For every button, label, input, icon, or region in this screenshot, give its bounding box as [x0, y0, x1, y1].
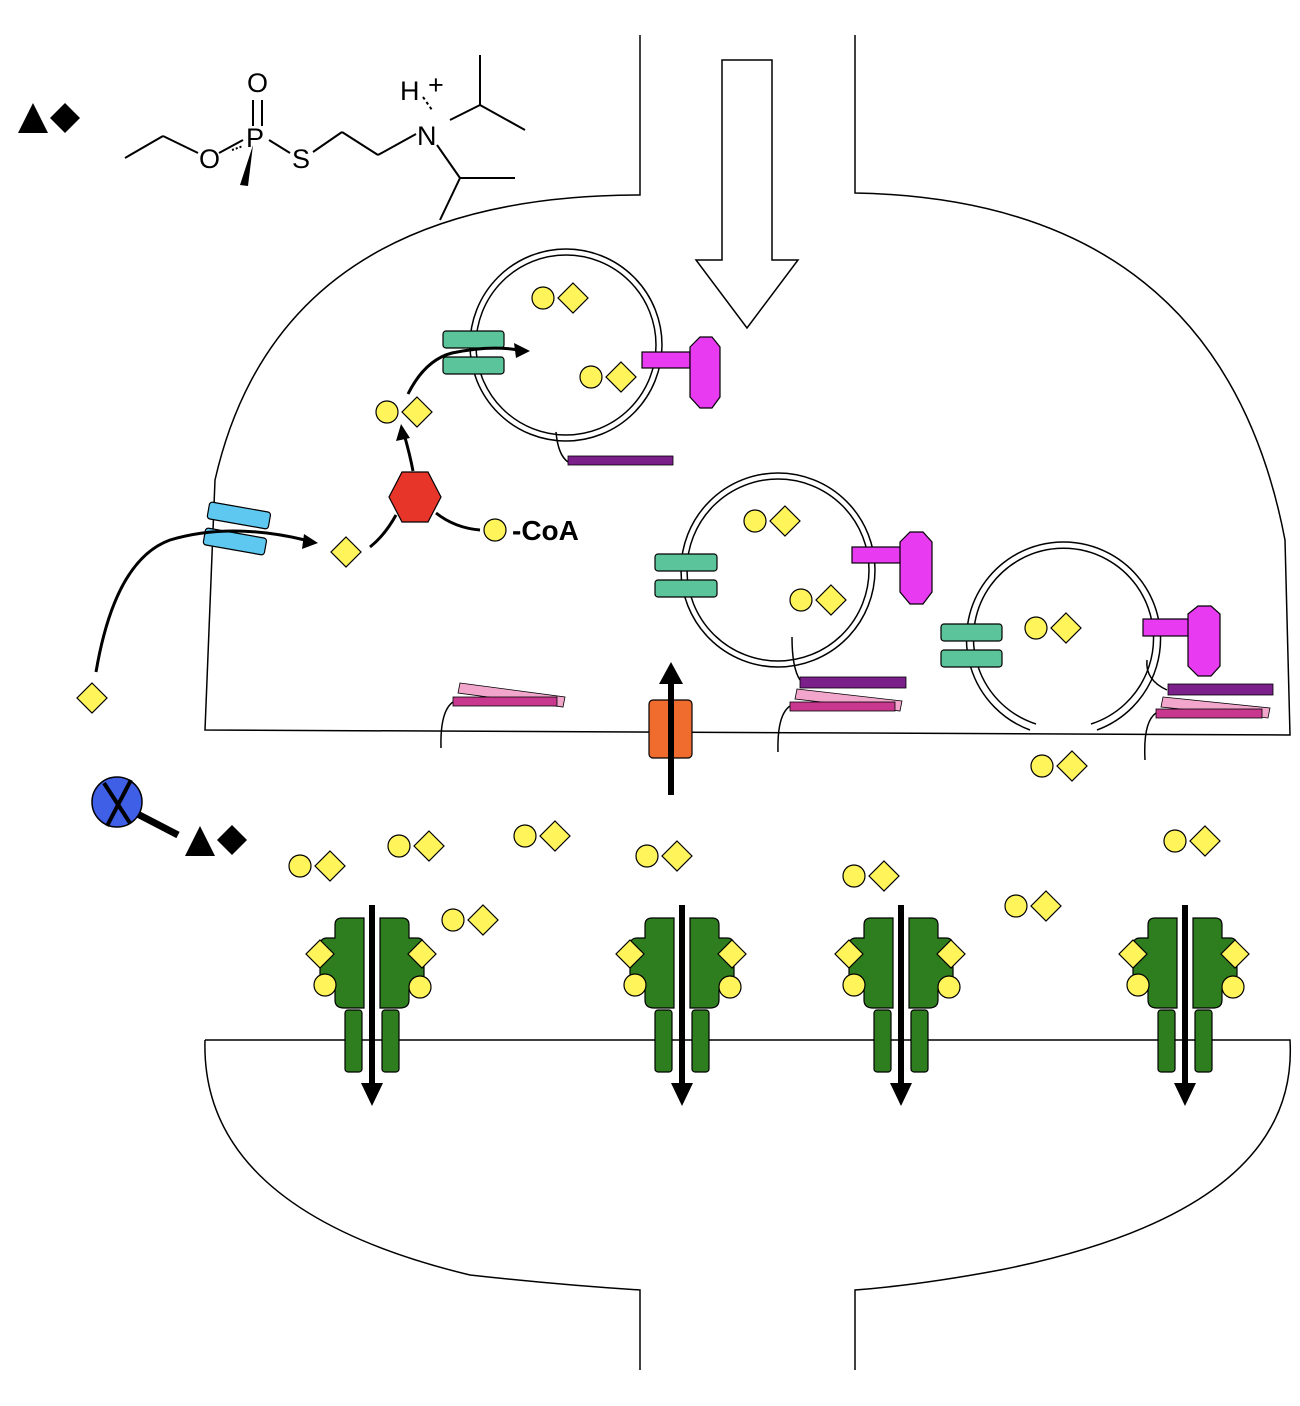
nicotinic-receptor: [615, 905, 747, 1106]
chat-enzyme: [369, 424, 481, 549]
atom-n: N: [417, 121, 437, 151]
inhibitor-triangle-diamond-icon: [185, 825, 247, 856]
coa-label: -CoA: [512, 515, 579, 546]
legend-triangle-diamond-icon: [18, 103, 80, 133]
calcium-channel: [648, 662, 693, 795]
action-potential-arrow: [694, 59, 800, 330]
nicotinic-receptor: [305, 905, 437, 1106]
acetylcholine: [1163, 825, 1221, 857]
snare-complex-2: [777, 636, 907, 753]
vesicular-transporter-3: [940, 623, 1003, 668]
acetylcholine: [513, 820, 571, 852]
acetylcholine: [789, 584, 847, 616]
acetylcholine: [635, 840, 693, 872]
postsynaptic-membrane: [204, 1039, 1291, 1370]
presynaptic-membrane: [204, 35, 1291, 736]
acetyl-ball: [483, 518, 507, 542]
atom-o-double: O: [247, 68, 268, 98]
wedge-bond-icon: [240, 145, 253, 186]
choline-diamond: [76, 682, 108, 714]
snare-complex-3: [1143, 659, 1274, 761]
acetylcholine: [441, 904, 499, 936]
nicotinic-receptor: [834, 905, 966, 1106]
nicotinic-receptor: [1118, 905, 1250, 1106]
acetylcholine: [288, 850, 346, 882]
atom-h: H: [400, 76, 420, 106]
acetylcholine: [1030, 750, 1088, 782]
acetylcholine: [531, 282, 589, 314]
vesicle-1: [469, 248, 663, 442]
vesicular-transporter-2: [654, 553, 718, 598]
atom-charge: +: [428, 70, 444, 100]
vesicle-protein-2: [851, 531, 933, 605]
vesicle-protein-3: [1142, 605, 1221, 677]
uptake-arrow-into-vesicle: [406, 343, 530, 395]
acetylcholine: [743, 505, 801, 537]
synaptobrevin-1: [555, 431, 674, 466]
acetylcholine: [579, 361, 637, 393]
acetylcholine: [1024, 612, 1082, 644]
choline-transporter: [202, 501, 272, 556]
vesicular-transporter-1: [442, 330, 505, 375]
acetylcholine-layer: [288, 282, 1221, 936]
snare-syntaxin-free: [440, 682, 566, 749]
acetylcholinesterase-inhibited: [91, 776, 180, 839]
hash-bond-icon: [231, 145, 244, 151]
acetylcholine: [1004, 890, 1062, 922]
vx-structure: [124, 55, 526, 221]
acetylcholine: [387, 830, 445, 862]
atom-s: S: [292, 144, 310, 174]
atom-p: P: [246, 123, 264, 153]
acetylcholine: [375, 396, 433, 428]
vesicle-protein-1: [641, 336, 721, 409]
nicotinic-receptor-layer: [305, 905, 1250, 1106]
atom-o-ester: O: [199, 144, 220, 174]
choline-diamond: [330, 536, 362, 568]
choline-layer: [76, 518, 507, 714]
acetylcholine: [842, 860, 900, 892]
choline-uptake-arrow: [94, 529, 318, 673]
